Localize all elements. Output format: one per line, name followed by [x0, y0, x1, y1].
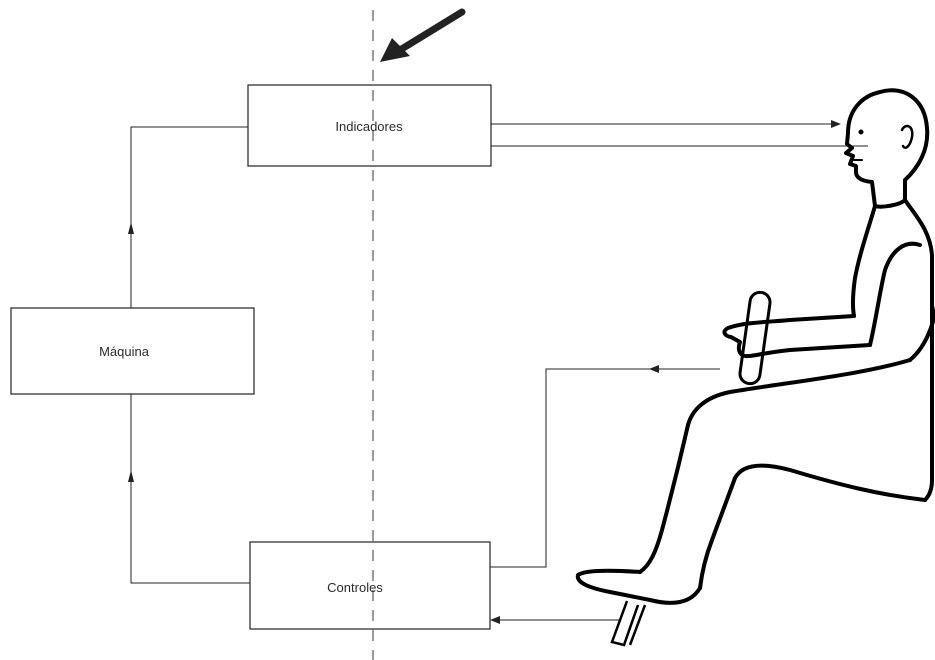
machine-box: Máquina — [10, 307, 255, 395]
controls-label: Controles — [327, 580, 383, 595]
pedal-stems — [610, 600, 647, 647]
indicators-box: Indicadores — [247, 84, 492, 167]
display-to-eye-lines — [491, 120, 868, 147]
pointer-arrow-icon — [380, 8, 466, 62]
machine-loop-lines — [130, 126, 250, 584]
loop-arrowheads — [128, 222, 134, 482]
hand-to-controls-line — [490, 365, 720, 568]
seated-human-figure — [575, 88, 935, 605]
machine-label: Máquina — [99, 344, 150, 359]
controls-box: Controles — [249, 541, 491, 630]
indicators-label: Indicadores — [335, 119, 403, 134]
